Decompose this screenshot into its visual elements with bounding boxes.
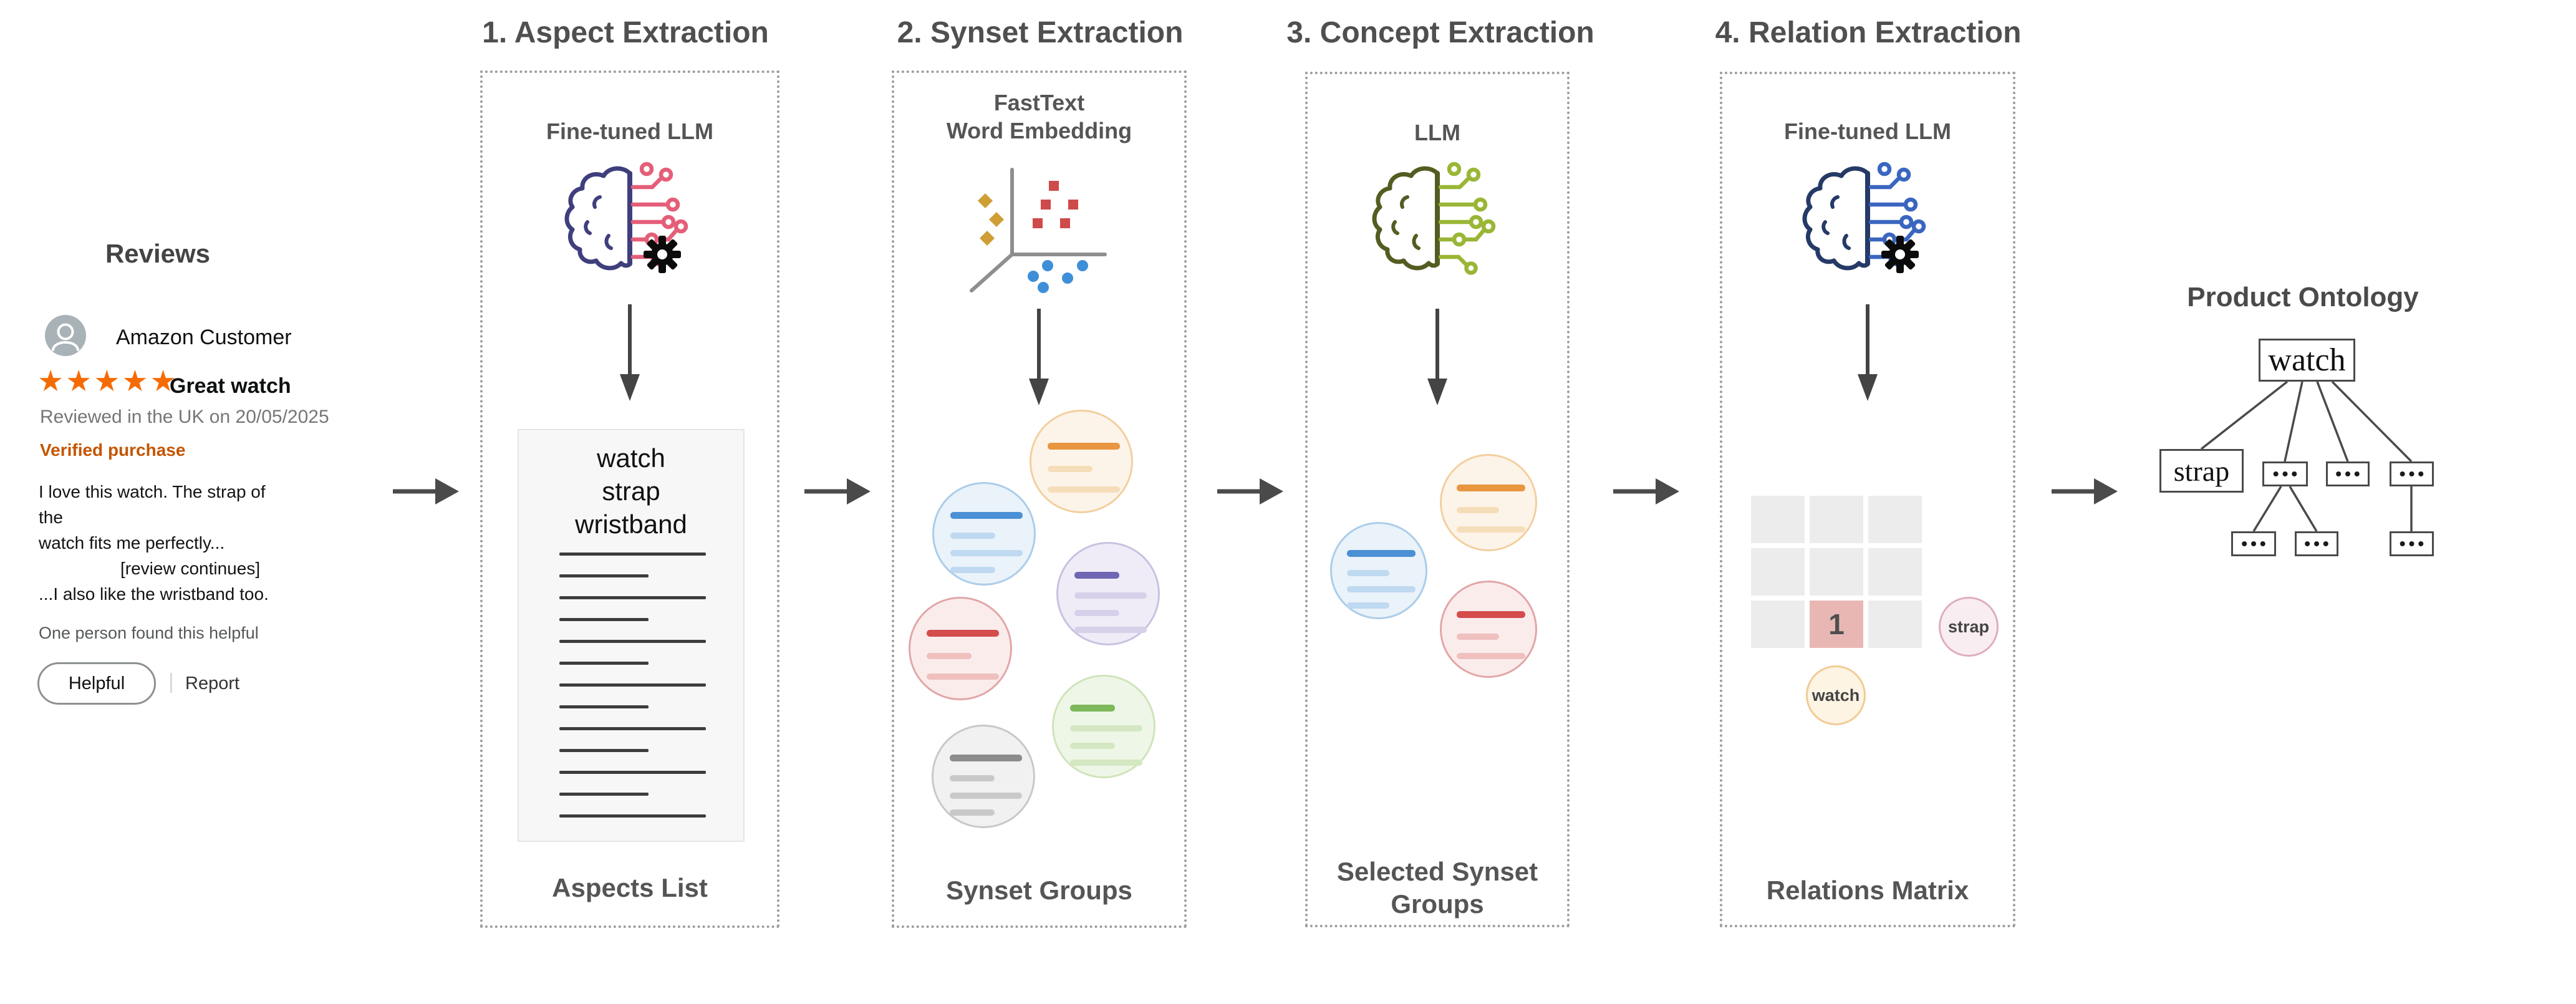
- step2-model-label: FastText Word Embedding: [892, 89, 1187, 145]
- matrix-cell: [1810, 496, 1863, 543]
- brain-chip-gear-icon: [564, 162, 688, 273]
- report-link[interactable]: Report: [185, 673, 240, 693]
- text-line-placeholder: [559, 574, 649, 577]
- ontology-title: Product Ontology: [2187, 282, 2419, 312]
- selected-synset-orange: [1440, 454, 1537, 551]
- review-meta: Reviewed in the UK on 20/05/2025: [40, 407, 329, 427]
- review-title[interactable]: Great watch: [170, 374, 291, 398]
- step2-title: 2. Synset Extraction: [897, 16, 1184, 49]
- synset-group-red: [909, 597, 1012, 700]
- step1-output-label: Aspects List: [552, 873, 708, 902]
- text-line-placeholder: [559, 771, 706, 774]
- step3-model-label: LLM: [1414, 120, 1460, 145]
- helpful-count: One person found this helpful: [39, 624, 259, 642]
- text-line-placeholder: [559, 793, 649, 796]
- flow-arrow-right-icon: [2052, 478, 2118, 504]
- helpful-button[interactable]: Helpful: [37, 662, 156, 705]
- synset-group-purple: [1056, 542, 1160, 645]
- selected-synset-red: [1440, 581, 1537, 678]
- text-line-placeholder: [559, 814, 706, 818]
- matrix-cell: [1751, 548, 1805, 596]
- text-line-placeholder: [559, 596, 706, 599]
- flow-arrow-right-icon: [1613, 478, 1679, 504]
- reviews-title: Reviews: [105, 239, 211, 268]
- aspect-word: wristband: [575, 509, 687, 539]
- star-rating-icon[interactable]: ★★★★★: [37, 364, 178, 397]
- aspects-list-card: watch strap wristband: [518, 429, 745, 842]
- step3-output-line: Groups: [1391, 889, 1484, 919]
- text-line-placeholder: [559, 553, 706, 556]
- aspect-word: watch: [597, 443, 665, 473]
- flow-arrow-right-icon: [393, 478, 459, 504]
- matrix-cell: [1751, 496, 1805, 543]
- step2-model-line: Word Embedding: [946, 118, 1132, 143]
- synset-group-gray: [932, 725, 1035, 828]
- ontology-tree-edges: [2200, 380, 2413, 532]
- step3-output-label: Selected Synset Groups: [1305, 856, 1570, 920]
- text-line-placeholder: [559, 618, 649, 621]
- step4-model-label: Fine-tuned LLM: [1784, 118, 1951, 144]
- review-continues-note: [review continues]: [120, 559, 261, 578]
- gear-icon: [1881, 236, 1919, 273]
- matrix-cell: [1868, 496, 1922, 543]
- user-avatar-icon: [45, 315, 86, 356]
- synset-group-orange: [1030, 410, 1133, 513]
- matrix-cell: [1751, 601, 1805, 648]
- matrix-column-entity: strap: [1939, 597, 1999, 657]
- matrix-row-entity: watch: [1806, 665, 1866, 725]
- step4-output-label: Relations Matrix: [1766, 876, 1969, 905]
- step2-container: [892, 70, 1187, 928]
- matrix-cell: [1810, 548, 1863, 596]
- ontology-root-node: watch: [2259, 339, 2355, 382]
- step1-title: 1. Aspect Extraction: [482, 16, 769, 49]
- text-line-placeholder: [559, 662, 649, 665]
- gear-icon: [644, 236, 681, 273]
- down-arrow-icon: [1029, 309, 1049, 405]
- word-embedding-scatter-icon: [970, 168, 1107, 293]
- button-divider: |: [168, 670, 174, 693]
- brain-chip-icon: [1372, 162, 1496, 275]
- step4-container: [1720, 72, 2015, 927]
- step3-container: [1305, 72, 1570, 927]
- step1-model-label: Fine-tuned LLM: [546, 118, 713, 144]
- review-body: I love this watch. The strap of the watc…: [39, 479, 271, 607]
- matrix-cell: [1868, 548, 1922, 596]
- down-arrow-icon: [1427, 309, 1447, 405]
- step4-title: 4. Relation Extraction: [1715, 16, 2022, 49]
- step3-title: 3. Concept Extraction: [1286, 16, 1594, 49]
- brain-chip-gear-icon: [1802, 162, 1926, 273]
- synset-group-green: [1052, 675, 1155, 778]
- selected-synset-blue: [1330, 522, 1427, 619]
- text-line-placeholder: [559, 705, 649, 708]
- step2-output-label: Synset Groups: [946, 876, 1132, 905]
- step3-output-line: Selected Synset: [1336, 857, 1538, 886]
- down-arrow-icon: [1858, 304, 1878, 401]
- matrix-cell: [1868, 601, 1922, 648]
- text-line-placeholder: [559, 683, 706, 687]
- ontology-child-node-ellipsis: •••: [2390, 461, 2434, 486]
- review-body-line: watch fits me perfectly...: [39, 533, 225, 553]
- review-body-line: ...I also like the wristband too.: [39, 584, 269, 604]
- text-line-placeholder: [559, 640, 706, 643]
- flow-arrow-right-icon: [804, 478, 871, 504]
- ontology-child-node-ellipsis: •••: [2326, 461, 2370, 486]
- ontology-grandchild-node-ellipsis: •••: [2231, 531, 2276, 556]
- review-body-line: I love this watch. The strap of the: [39, 482, 266, 527]
- flow-arrow-right-icon: [1217, 478, 1283, 504]
- down-arrow-icon: [620, 304, 640, 401]
- ontology-child-node-ellipsis: •••: [2262, 461, 2308, 486]
- ontology-grandchild-node-ellipsis: •••: [2295, 531, 2338, 556]
- reviewer-name[interactable]: Amazon Customer: [116, 326, 292, 349]
- verified-purchase-badge[interactable]: Verified purchase: [40, 440, 186, 460]
- matrix-cell-highlighted: 1: [1810, 601, 1863, 648]
- text-line-placeholder: [559, 727, 706, 730]
- step2-model-line: FastText: [993, 90, 1085, 115]
- step1-container: [480, 70, 779, 928]
- ontology-child-node: strap: [2159, 449, 2244, 493]
- ontology-grandchild-node-ellipsis: •••: [2390, 531, 2434, 556]
- aspect-word: strap: [602, 476, 660, 506]
- text-line-placeholder: [559, 749, 649, 752]
- synset-group-blue: [932, 482, 1036, 586]
